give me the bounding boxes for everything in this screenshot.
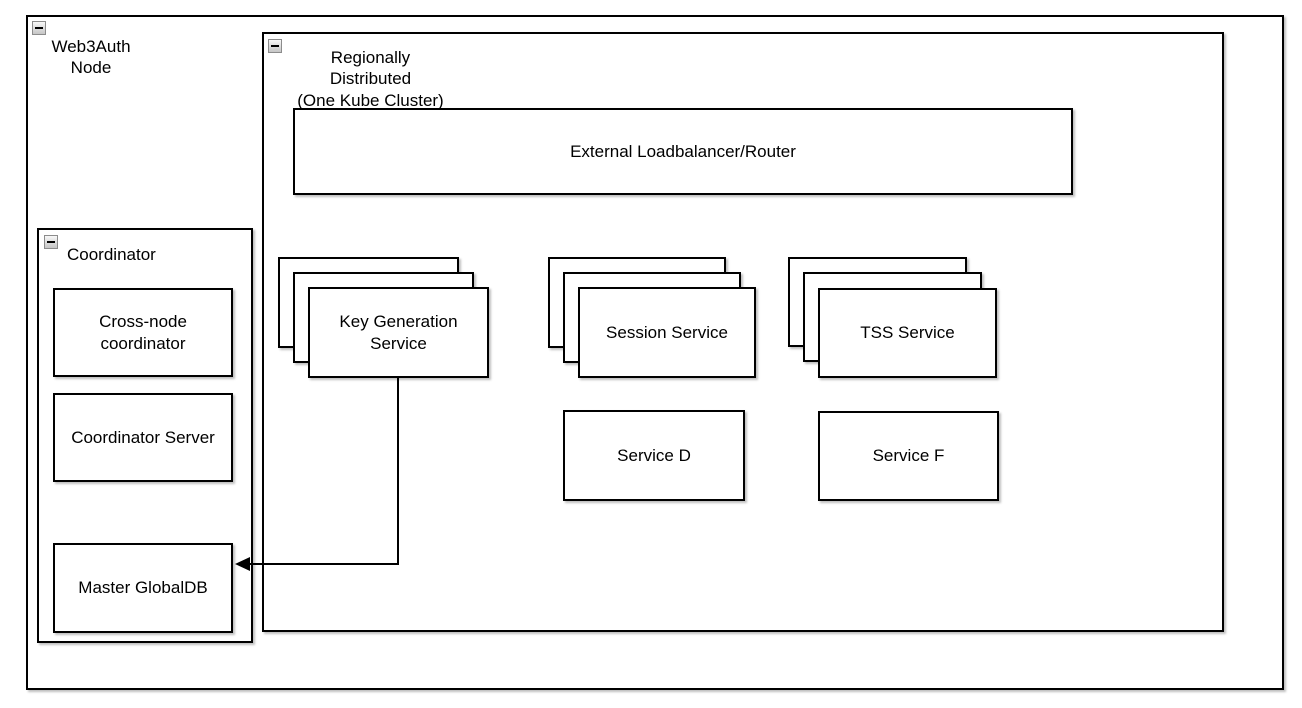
node-key-generation-service[interactable]: Key Generation Service xyxy=(308,287,489,378)
node-label-master-globaldb: Master GlobalDB xyxy=(78,578,208,598)
node-label-keygen: Key Generation Service xyxy=(339,312,458,353)
collapse-toggle-regional[interactable] xyxy=(268,39,282,53)
node-service-f[interactable]: Service F xyxy=(818,411,999,501)
node-service-d[interactable]: Service D xyxy=(563,410,745,501)
node-coordinator-server[interactable]: Coordinator Server xyxy=(53,393,233,482)
node-label-service-f: Service F xyxy=(872,446,945,466)
group-label-coordinator: Coordinator xyxy=(67,245,156,264)
node-label-session: Session Service xyxy=(606,322,728,342)
node-external-loadbalancer[interactable]: External Loadbalancer/Router xyxy=(293,108,1073,195)
node-label-tss: TSS Service xyxy=(860,323,955,343)
node-label-coordinator-server: Coordinator Server xyxy=(71,427,215,447)
minus-icon xyxy=(35,27,43,29)
group-label-regional: Regionally Distributed (One Kube Cluster… xyxy=(297,48,444,110)
group-label-web3auth: Web3Auth Node xyxy=(51,37,131,78)
node-label-service-d: Service D xyxy=(617,445,691,465)
collapse-toggle-coordinator[interactable] xyxy=(44,235,58,249)
node-label-loadbalancer: External Loadbalancer/Router xyxy=(570,141,796,161)
node-label-cross-node: Cross-node coordinator xyxy=(99,312,187,353)
node-tss-service[interactable]: TSS Service xyxy=(818,288,997,378)
node-cross-node-coordinator[interactable]: Cross-node coordinator xyxy=(53,288,233,377)
minus-icon xyxy=(47,241,55,243)
node-master-globaldb[interactable]: Master GlobalDB xyxy=(53,543,233,633)
node-session-service[interactable]: Session Service xyxy=(578,287,756,378)
minus-icon xyxy=(271,45,279,47)
collapse-toggle-web3auth[interactable] xyxy=(32,21,46,35)
